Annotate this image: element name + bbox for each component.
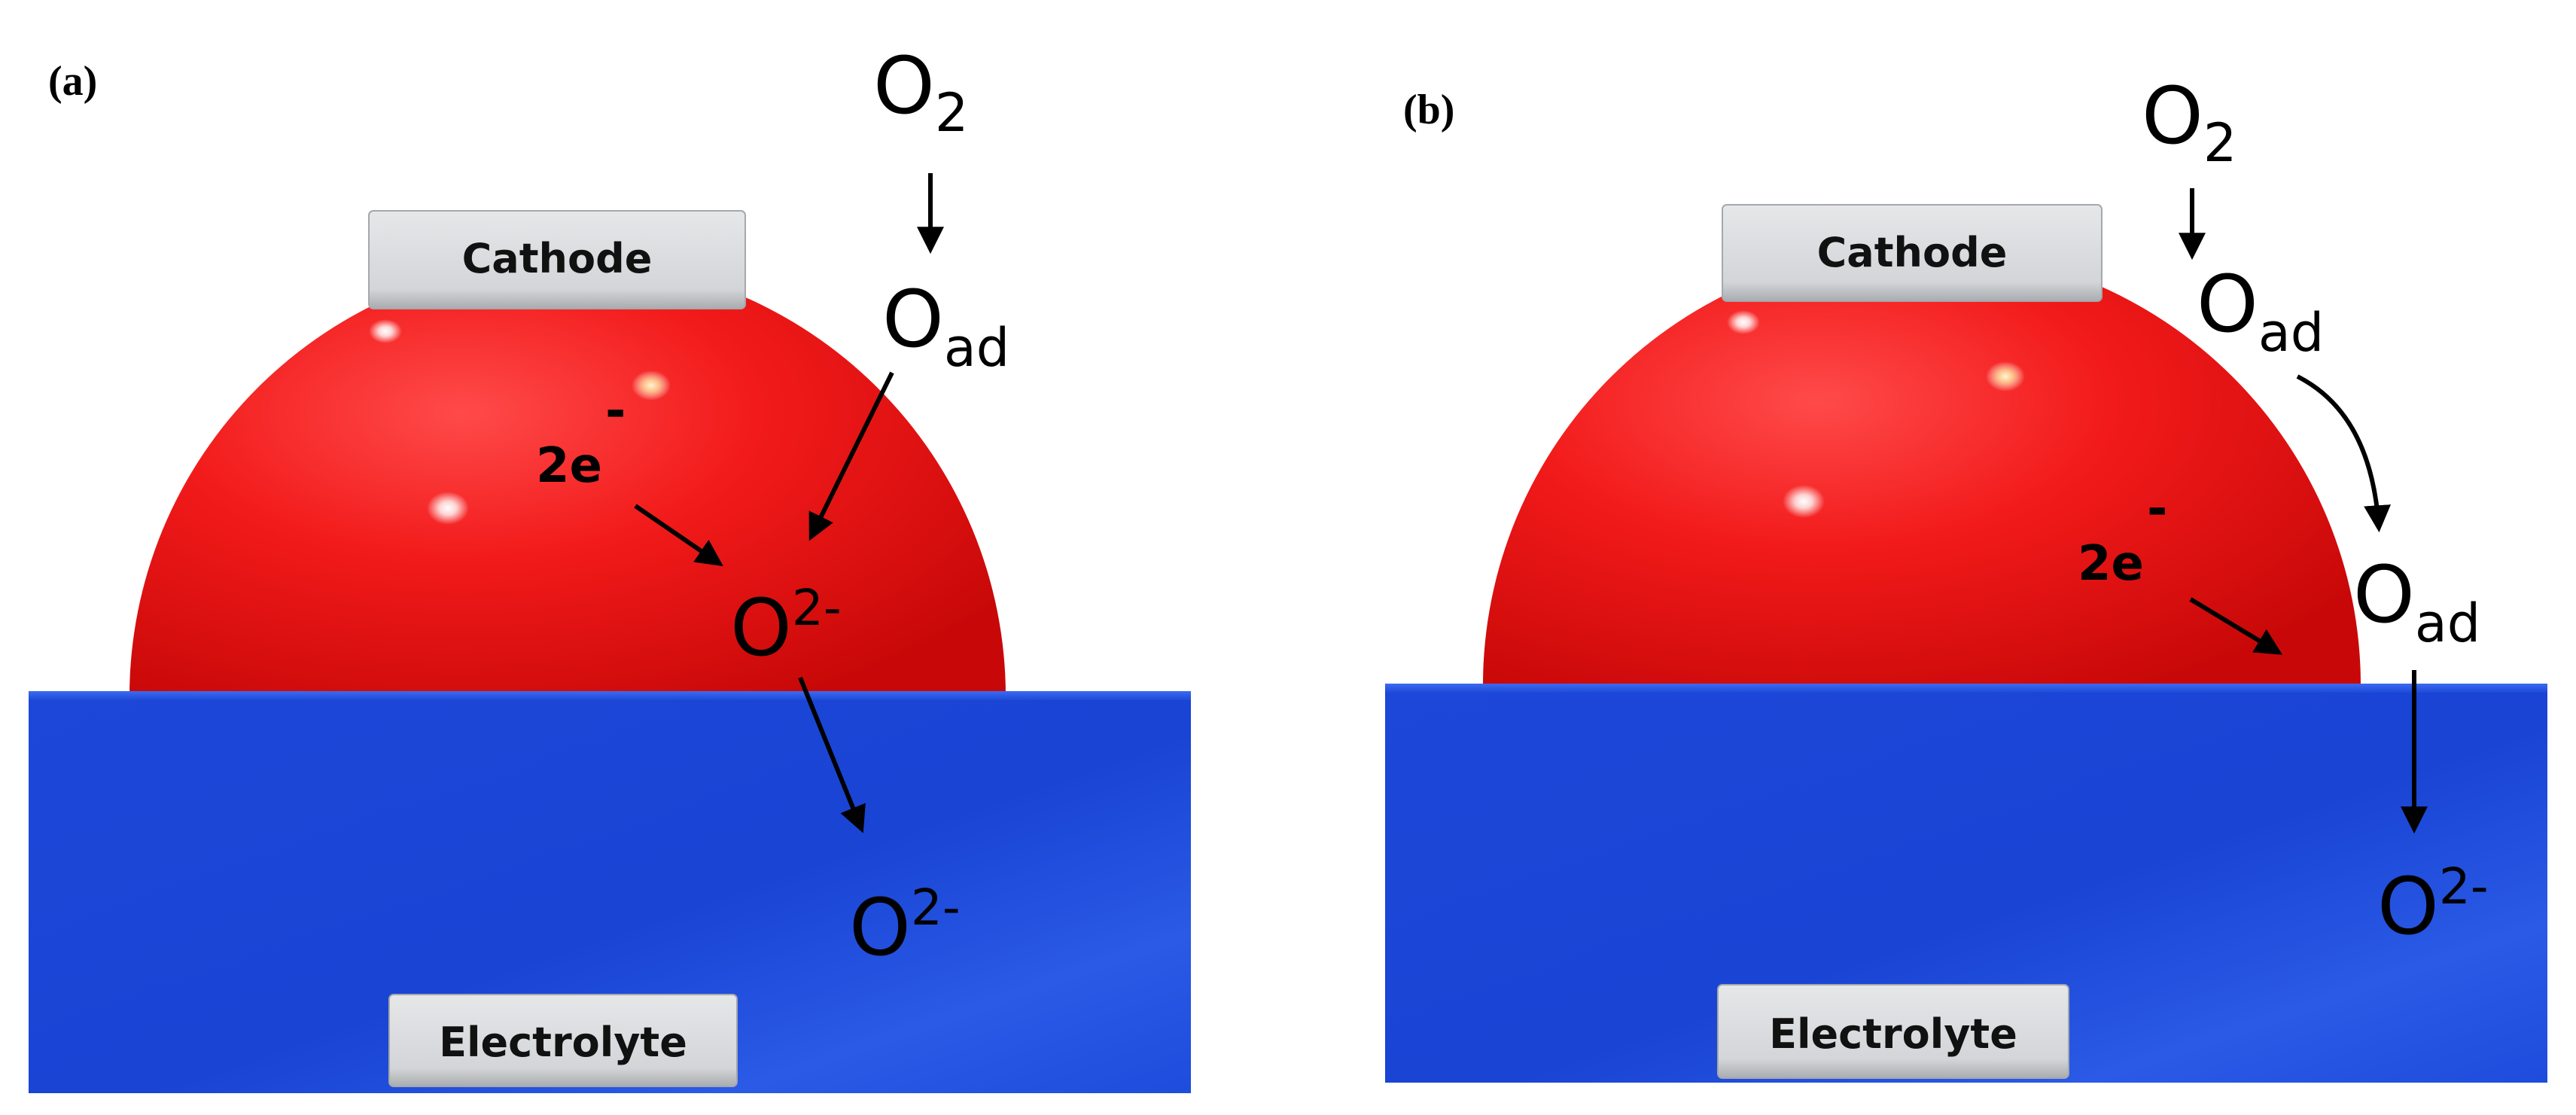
- arrow-electrons-a: [634, 504, 723, 567]
- arrow-surface-to-bulk-a: [798, 676, 866, 833]
- cathode-box-a: [368, 210, 746, 309]
- highlight-a2: [632, 370, 671, 401]
- o2-gas-b: O2: [2142, 70, 2236, 174]
- panel-a-label: (a): [48, 58, 97, 105]
- o-adsorbed-a: Oad: [882, 273, 1009, 379]
- o-adsorbed-b-tpb: Oad: [2353, 549, 2480, 654]
- o2-gas-a: O2: [873, 40, 968, 144]
- electrolyte-box-a: [388, 994, 738, 1087]
- electrons-a: 2e-: [536, 382, 626, 494]
- highlight-a3: [427, 492, 469, 525]
- highlight-a1: [369, 319, 402, 343]
- arrow-surface-diffusion-b: [2296, 374, 2392, 533]
- highlight-b1: [1727, 310, 1760, 334]
- cathode-particle-b: [1483, 248, 2361, 685]
- electrons-b: 2e-: [2078, 480, 2167, 592]
- arrow-oad-to-o2minus-a: [808, 371, 894, 541]
- oxide-ion-bulk-b: O2-: [2377, 858, 2489, 952]
- cathode-label-b: Cathode: [1817, 229, 2008, 276]
- electrolyte-slab-a-top: [29, 691, 1191, 700]
- oxide-ion-surface-a: O2-: [730, 579, 842, 674]
- electrolyte-slab-b-top: [1385, 684, 2547, 693]
- cathode-label-a: Cathode: [462, 235, 653, 282]
- cathode-box-b: [1722, 204, 2103, 302]
- o-adsorbed-b-top: Oad: [2197, 258, 2324, 364]
- panel-a: (a) Cathode Electrolyte O2 Oad O2- O2- 2…: [29, 40, 1191, 1093]
- arrow-electrons-b: [2189, 597, 2283, 655]
- oxide-ion-bulk-a: O2-: [849, 879, 961, 973]
- electrolyte-label-b: Electrolyte: [1769, 1010, 2017, 1058]
- panel-b: (b) Cathode Electrolyte O2 Oad Oad O2- 2…: [1385, 70, 2547, 1083]
- electrolyte-label-a: Electrolyte: [439, 1019, 687, 1066]
- highlight-b3: [1783, 485, 1825, 518]
- cathode-particle-a: [129, 260, 1006, 696]
- highlight-b2: [1986, 361, 2025, 391]
- panel-b-label: (b): [1403, 87, 1454, 133]
- electrolyte-box-b: [1717, 984, 2069, 1079]
